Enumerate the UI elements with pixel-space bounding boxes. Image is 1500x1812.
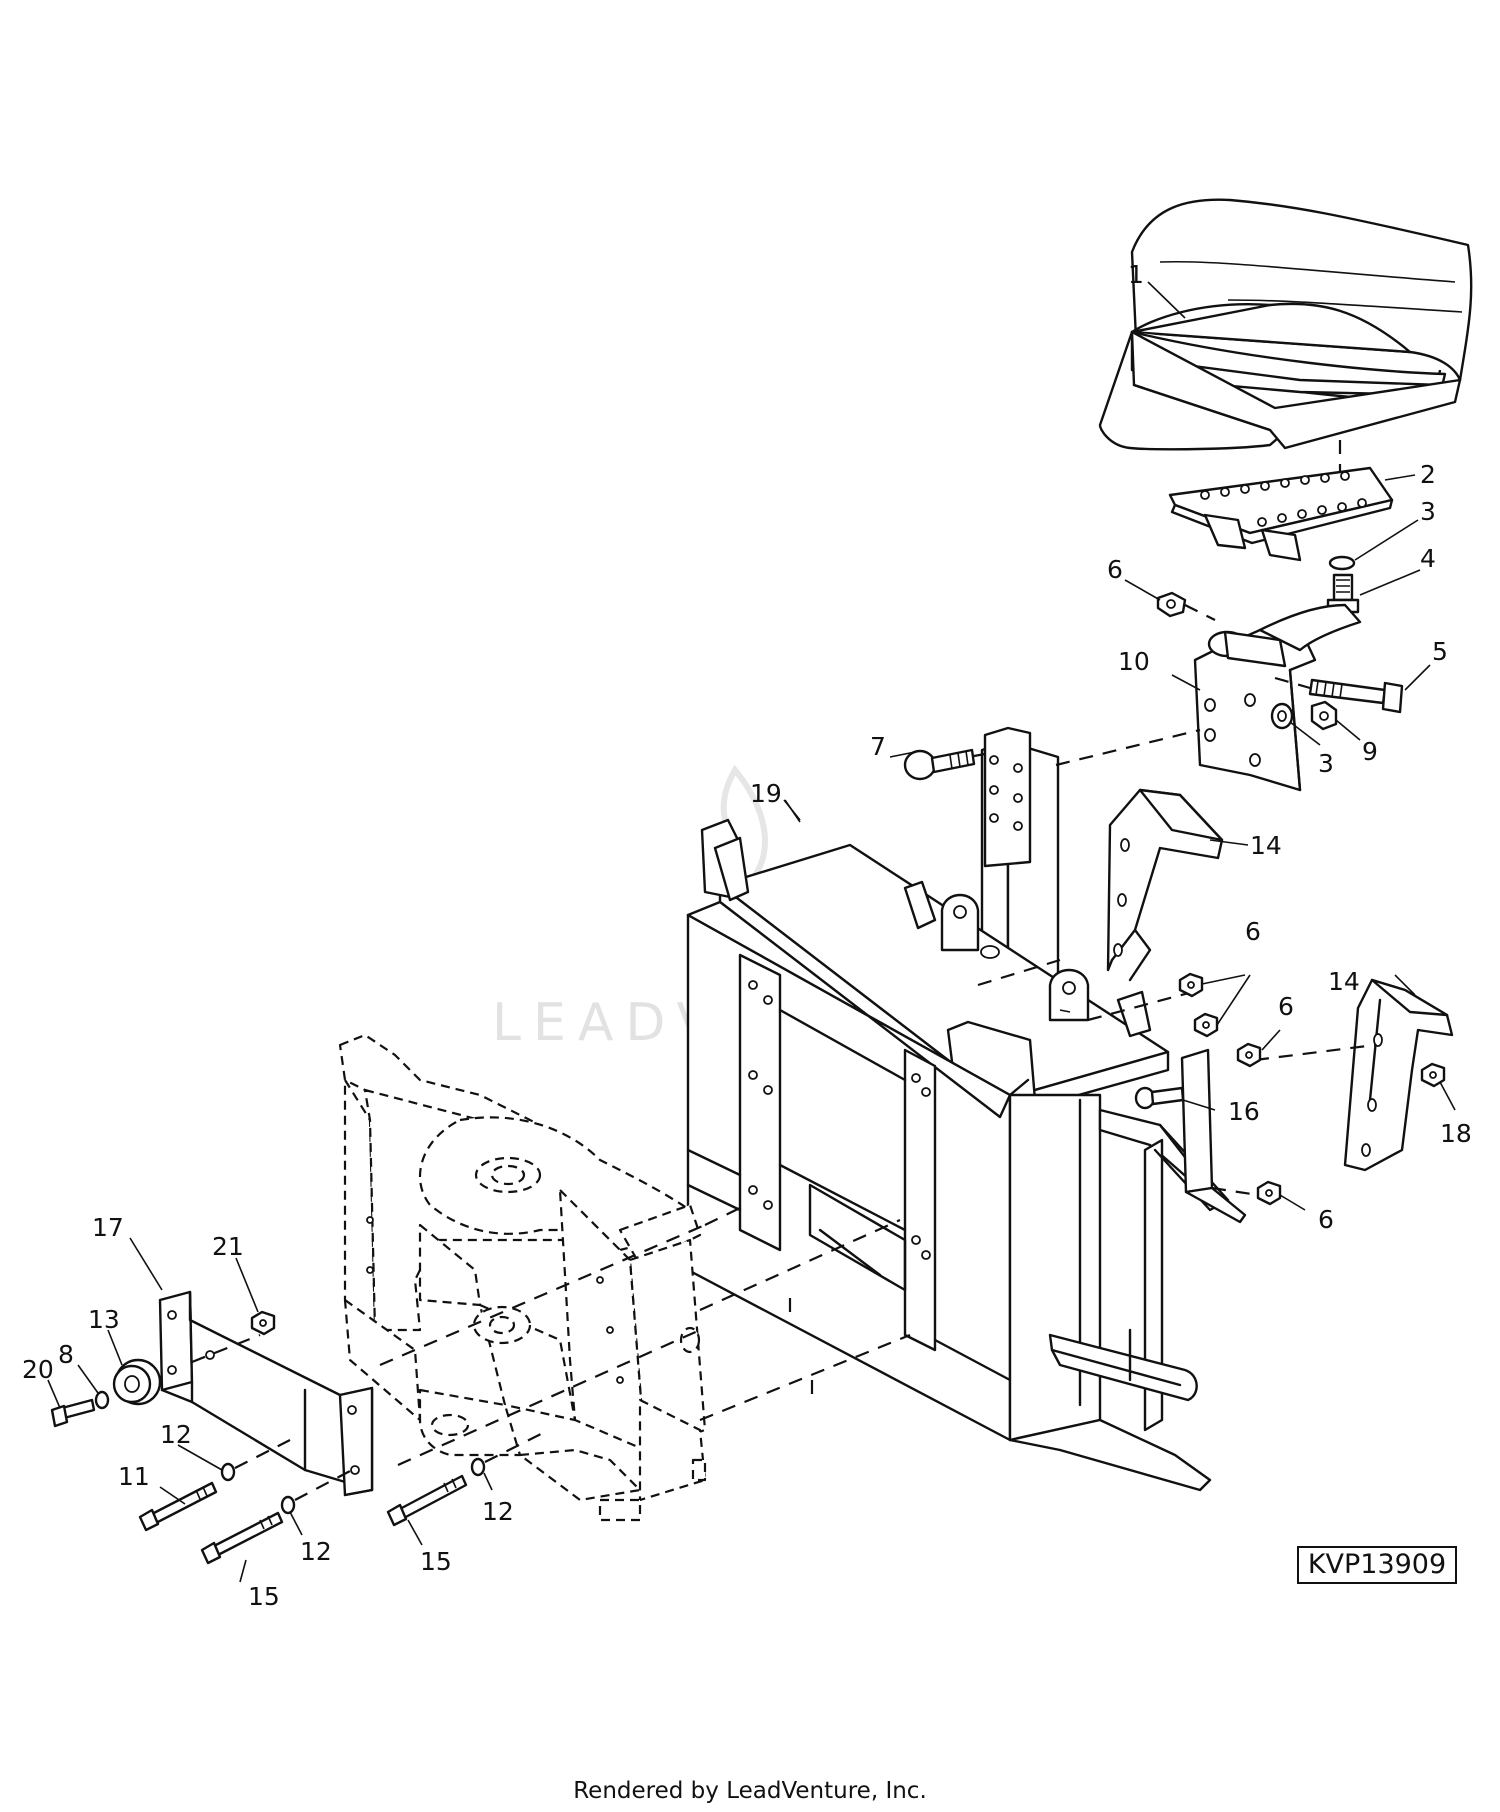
main-frame [686,726,1230,1492]
callout-10: 10 [1118,647,1150,676]
callout-19: 19 [750,779,782,808]
callout-2: 2 [1420,460,1436,489]
callout-3-lower: 3 [1318,749,1334,778]
callout-5: 5 [1432,637,1448,666]
callout-1: 1 [1128,260,1144,289]
washer-12-b [280,1495,296,1515]
callout-15-mid: 15 [420,1547,452,1576]
callout-14-lower: 14 [1328,967,1360,996]
callout-6-lower: 6 [1318,1205,1334,1234]
callout-7: 7 [870,732,886,761]
callout-17: 17 [92,1213,124,1242]
bolt-16 [1134,1086,1185,1110]
washer-12-a [220,1462,236,1482]
diagram-reference-code: KVP13909 [1297,1546,1457,1584]
washer-12-c [470,1457,486,1477]
tractor-frame-outline [338,1033,707,1522]
callout-11: 11 [118,1462,150,1491]
washer-8 [94,1390,110,1410]
callout-6-mid: 6 [1245,917,1261,946]
callout-6-right: 6 [1278,992,1294,1021]
guard-upper [1106,788,1224,982]
bolt-15-mid [386,1474,468,1527]
render-credit: Rendered by LeadVenture, Inc. [573,1778,927,1804]
callout-12-a: 12 [160,1420,192,1449]
callout-6-upper: 6 [1107,555,1123,584]
callout-8: 8 [58,1340,74,1369]
callout-labels: 1 2 3 4 6 5 10 9 3 7 19 14 6 14 6 16 18 … [22,260,1472,1611]
carriage-bolt [903,748,976,781]
callout-15-left: 15 [248,1582,280,1611]
guard-lower [1343,978,1454,1172]
seat-bracket [1193,603,1362,792]
callout-14-upper: 14 [1250,831,1282,860]
side-plate [1180,1048,1247,1224]
washer-upper [1328,555,1356,571]
bolt-15-left [200,1511,284,1565]
callout-3-upper: 3 [1420,497,1436,526]
leader-lines [47,281,1456,1583]
bolt-20 [50,1398,96,1428]
pivot-bolt [1308,678,1404,714]
bushing [112,1358,162,1406]
callout-12-c: 12 [482,1497,514,1526]
bolt-11 [138,1481,218,1532]
callout-16: 16 [1228,1097,1260,1126]
front-plate [158,1290,374,1497]
seat-plate [1168,466,1394,562]
callout-18: 18 [1440,1119,1472,1148]
callout-20: 20 [22,1355,54,1384]
seat [1098,198,1473,451]
callout-9: 9 [1362,737,1378,766]
callout-12-b: 12 [300,1537,332,1566]
callout-21: 21 [212,1232,244,1261]
callout-4: 4 [1420,544,1436,573]
callout-13: 13 [88,1305,120,1334]
seat-bolt [1326,573,1360,614]
